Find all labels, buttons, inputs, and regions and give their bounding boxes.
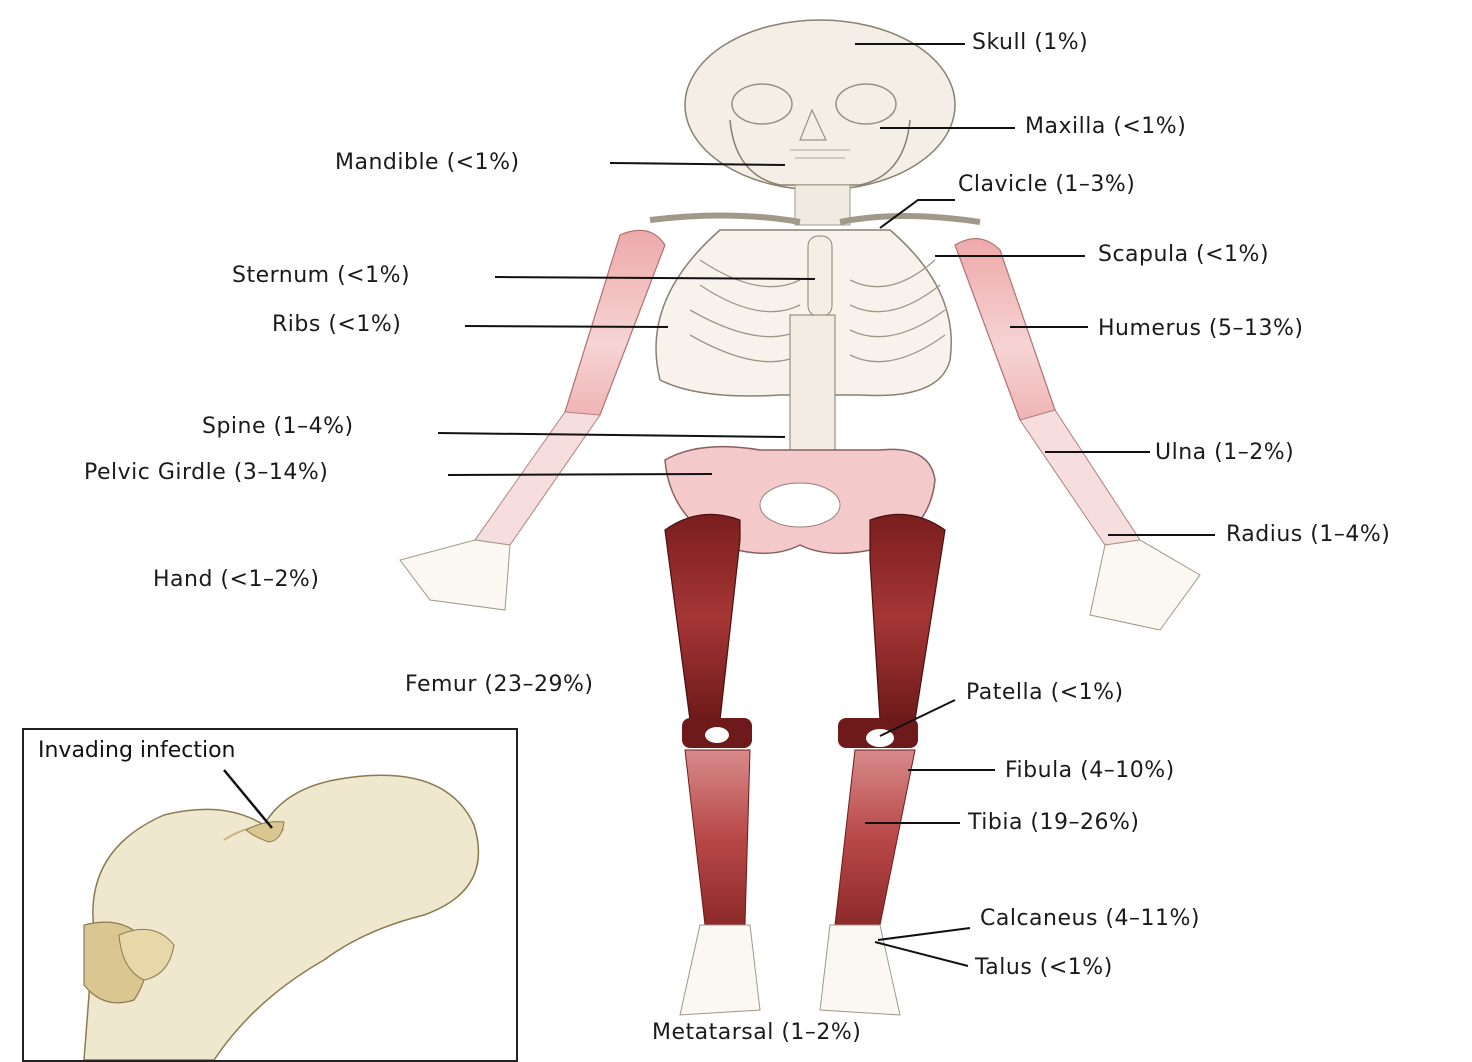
- label-tibia: Tibia (19–26%): [968, 810, 1139, 836]
- label-ulna: Ulna (1–2%): [1155, 440, 1294, 466]
- left-patella: [705, 727, 729, 743]
- label-ribs: Ribs (<1%): [272, 312, 401, 338]
- label-radius: Radius (1–4%): [1226, 522, 1390, 548]
- right-hand: [1090, 540, 1200, 630]
- label-scapula: Scapula (<1%): [1098, 242, 1269, 268]
- label-metatarsal: Metatarsal (1–2%): [652, 1020, 861, 1046]
- left-humerus: [565, 230, 665, 419]
- inset-title: Invading infection: [38, 738, 235, 763]
- label-skull: Skull (1%): [972, 30, 1088, 56]
- label-humerus: Humerus (5–13%): [1098, 316, 1303, 342]
- left-forearm: [475, 412, 600, 545]
- label-mandible: Mandible (<1%): [335, 150, 520, 176]
- label-hand: Hand (<1–2%): [153, 567, 319, 593]
- left-foot: [680, 925, 760, 1015]
- right-tibia: [835, 750, 915, 925]
- label-patella: Patella (<1%): [966, 680, 1124, 706]
- label-fibula: Fibula (4–10%): [1005, 758, 1175, 784]
- label-talus: Talus (<1%): [975, 955, 1113, 981]
- left-tibia: [685, 750, 750, 925]
- inset-bone-illustration: [24, 730, 516, 1060]
- right-humerus: [955, 239, 1055, 422]
- spine-bone: [790, 315, 835, 455]
- label-calcaneus: Calcaneus (4–11%): [980, 906, 1200, 932]
- label-spine: Spine (1–4%): [202, 414, 354, 440]
- label-maxilla: Maxilla (<1%): [1025, 114, 1186, 140]
- label-femur: Femur (23–29%): [405, 672, 593, 698]
- label-clavicle: Clavicle (1–3%): [958, 172, 1135, 198]
- right-femur: [870, 514, 945, 720]
- left-femur: [665, 514, 740, 720]
- inset-femur-head: Invading infection: [22, 728, 518, 1062]
- label-pelvic-girdle: Pelvic Girdle (3–14%): [84, 460, 328, 486]
- label-sternum: Sternum (<1%): [232, 263, 410, 289]
- right-forearm: [1020, 410, 1140, 545]
- left-hand: [400, 540, 510, 610]
